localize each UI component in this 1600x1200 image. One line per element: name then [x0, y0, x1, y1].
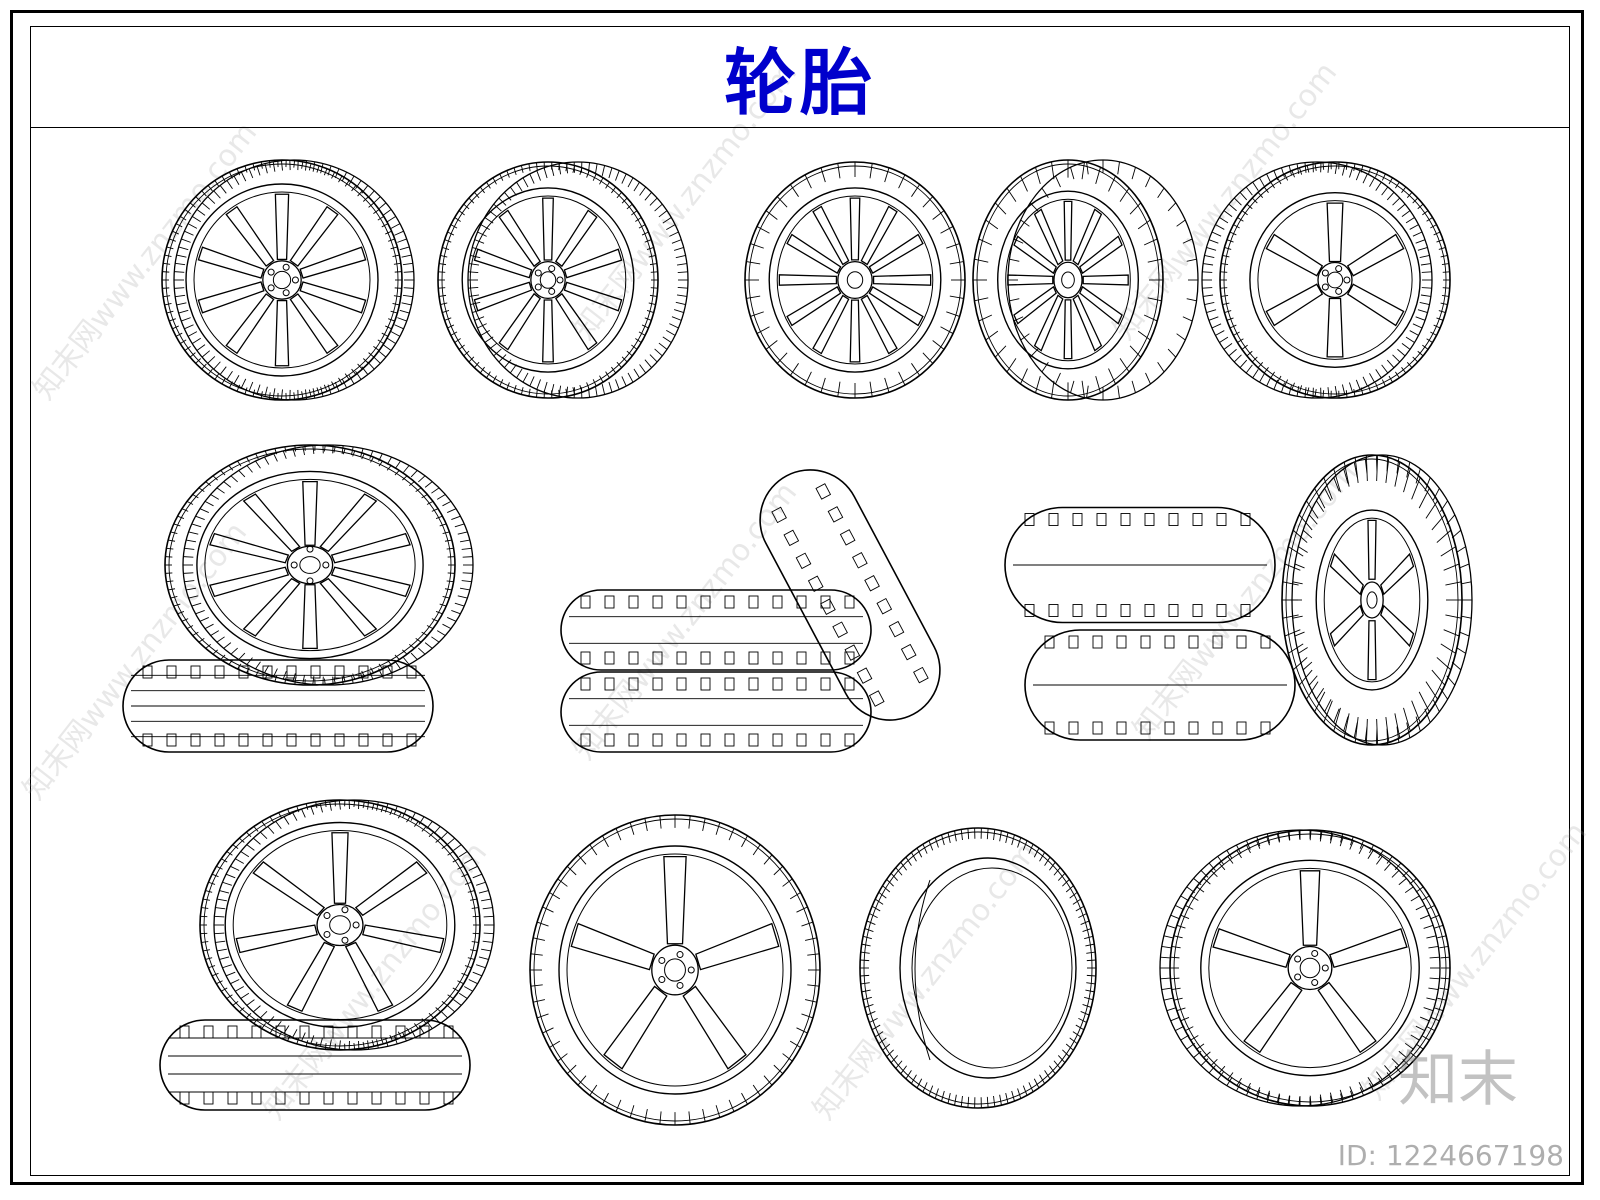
drawing-inner-border: [30, 26, 1570, 1176]
tire-stack-directional-tread: [1004, 506, 1276, 624]
tire-bare-no-rim: [859, 827, 1097, 1109]
tire-twin-spoke-offroad-tread: [972, 159, 1199, 401]
title-band: 轮胎: [30, 26, 1570, 128]
image-id-label: ID: 1224667198: [1337, 1139, 1564, 1172]
tire-flat-bottom-left: [159, 1019, 471, 1111]
tire-twin-spoke-chunky-tread: [744, 161, 966, 399]
tire-stack-directional-tread-lower: [1024, 629, 1296, 741]
tire-five-spoke-sport: [1159, 829, 1451, 1107]
drawing-border: [10, 10, 1584, 1185]
tire-seven-spoke-over-flat-tire: [199, 799, 495, 1051]
tire-on-tire-stack-y-spoke: [164, 444, 474, 686]
tire-stack-block-tread-top: [560, 589, 872, 671]
brand-logo: 知末: [1398, 1045, 1518, 1115]
tire-multi-spoke-caliper: [437, 161, 689, 399]
tire-flat-under-wheel: [122, 659, 434, 753]
page-title: 轮胎: [723, 40, 876, 125]
tire-stack-block-tread-bottom: [560, 671, 872, 753]
tire-directional-tread-leaning: [1281, 454, 1473, 746]
tire-block-tread-leaning: [759, 469, 941, 721]
tire-six-spoke-side-view: [1201, 161, 1451, 399]
tire-split-spoke-disc-brake: [161, 159, 415, 401]
tire-five-spoke-star-emblem: [529, 814, 821, 1126]
